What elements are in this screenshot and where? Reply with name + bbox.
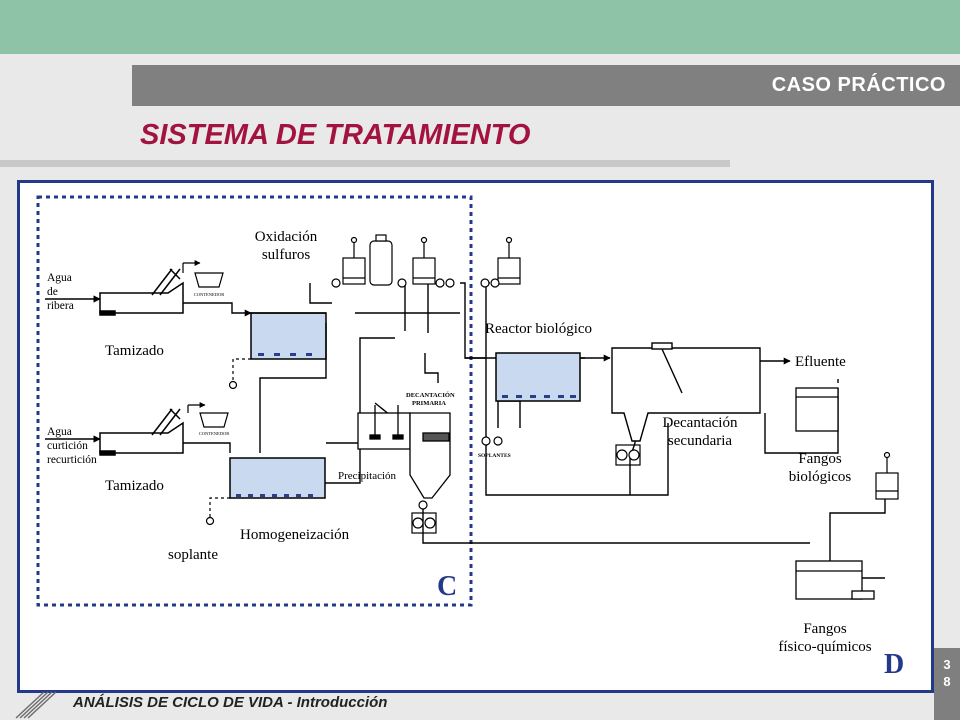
biological-sludge-tank [795, 387, 839, 432]
decantacion-primaria-line-1: DECANTACIÓN [406, 391, 455, 399]
top-banner [0, 0, 960, 54]
zone-d-label: D [884, 649, 904, 680]
pumps [205, 278, 641, 534]
input-labels: Agua de ribera Agua curtición recurtició… [47, 272, 97, 466]
soplante-label: soplante [168, 547, 218, 563]
secondary-settler [611, 342, 761, 442]
dosing-tank-4 [875, 451, 899, 500]
container-2 [187, 402, 229, 428]
footer-title: ANÁLISIS DE CICLO DE VIDA - Introducción [73, 694, 388, 711]
container-1 [182, 260, 224, 288]
slide-title: SISTEMA DE TRATAMIENTO [140, 119, 531, 151]
decantacion-secundaria-line-1: Decantación [663, 415, 738, 431]
soplantes-label: SOPLANTES [478, 453, 511, 459]
screen-unit-1 [99, 268, 184, 316]
page-number-digit-1: 3 [943, 657, 951, 672]
fangos-fq-line-2: físico-químicos [778, 639, 871, 655]
reactor-label: Reactor biológico [485, 321, 592, 337]
oxidation-tank [250, 312, 327, 360]
oxidacion-label-line-2: sulfuros [262, 247, 310, 263]
physchem-sludge-tank [795, 560, 875, 600]
input-1-line-2: de [47, 286, 58, 298]
input-2-line-3: recurtición [47, 454, 97, 466]
container-1-label: CONTENEDOR [194, 292, 225, 297]
dosing-tank-3 [497, 236, 521, 285]
decantacion-secundaria-line-2: secundaria [668, 433, 732, 449]
dosing-tank-2 [412, 236, 436, 285]
zone-c-label: C [437, 571, 457, 602]
oxidacion-label-line-1: Oxidación [255, 229, 318, 245]
section-label: CASO PRÁCTICO [771, 74, 946, 96]
efluente-label: Efluente [795, 354, 846, 370]
blower-line-2 [209, 497, 230, 518]
fangos-fq-line-1: Fangos [803, 621, 847, 637]
treatment-diagram-frame: CONTENEDOR CONTENEDOR [17, 180, 934, 693]
input-2-line-1: Agua [47, 426, 72, 438]
precipitacion-label: Precipitación [338, 470, 397, 482]
page-number-strip: 3 8 [934, 648, 960, 720]
fangos-bio-line-1: Fangos [798, 451, 842, 467]
page-number-digit-2: 8 [943, 674, 951, 689]
dosing-tank-1 [342, 236, 366, 285]
tamizado-1-label: Tamizado [105, 343, 164, 359]
biological-reactor [495, 352, 581, 402]
input-1-line-3: ribera [47, 300, 74, 312]
title-divider [0, 160, 730, 167]
screen-unit-2 [99, 408, 184, 456]
primary-settler [409, 412, 451, 499]
input-2-line-2: curtición [47, 440, 88, 452]
fangos-bio-line-2: biológicos [789, 469, 852, 485]
homogenization-tank [229, 457, 326, 499]
precipitation-tank [357, 405, 411, 450]
input-1-line-1: Agua [47, 272, 72, 284]
treatment-diagram: CONTENEDOR CONTENEDOR [36, 195, 904, 680]
homogeneizacion-label: Homogeneización [240, 527, 350, 543]
footer-logo [15, 691, 57, 719]
container-2-label: CONTENEDOR [199, 431, 230, 436]
reagent-bottle [369, 234, 393, 286]
section-bar: CASO PRÁCTICO [132, 65, 960, 106]
decantacion-primaria-line-2: PRIMARIA [412, 400, 446, 407]
zone-c-boundary [36, 195, 473, 607]
tamizado-2-label: Tamizado [105, 478, 164, 494]
blower-line-1 [232, 358, 251, 383]
